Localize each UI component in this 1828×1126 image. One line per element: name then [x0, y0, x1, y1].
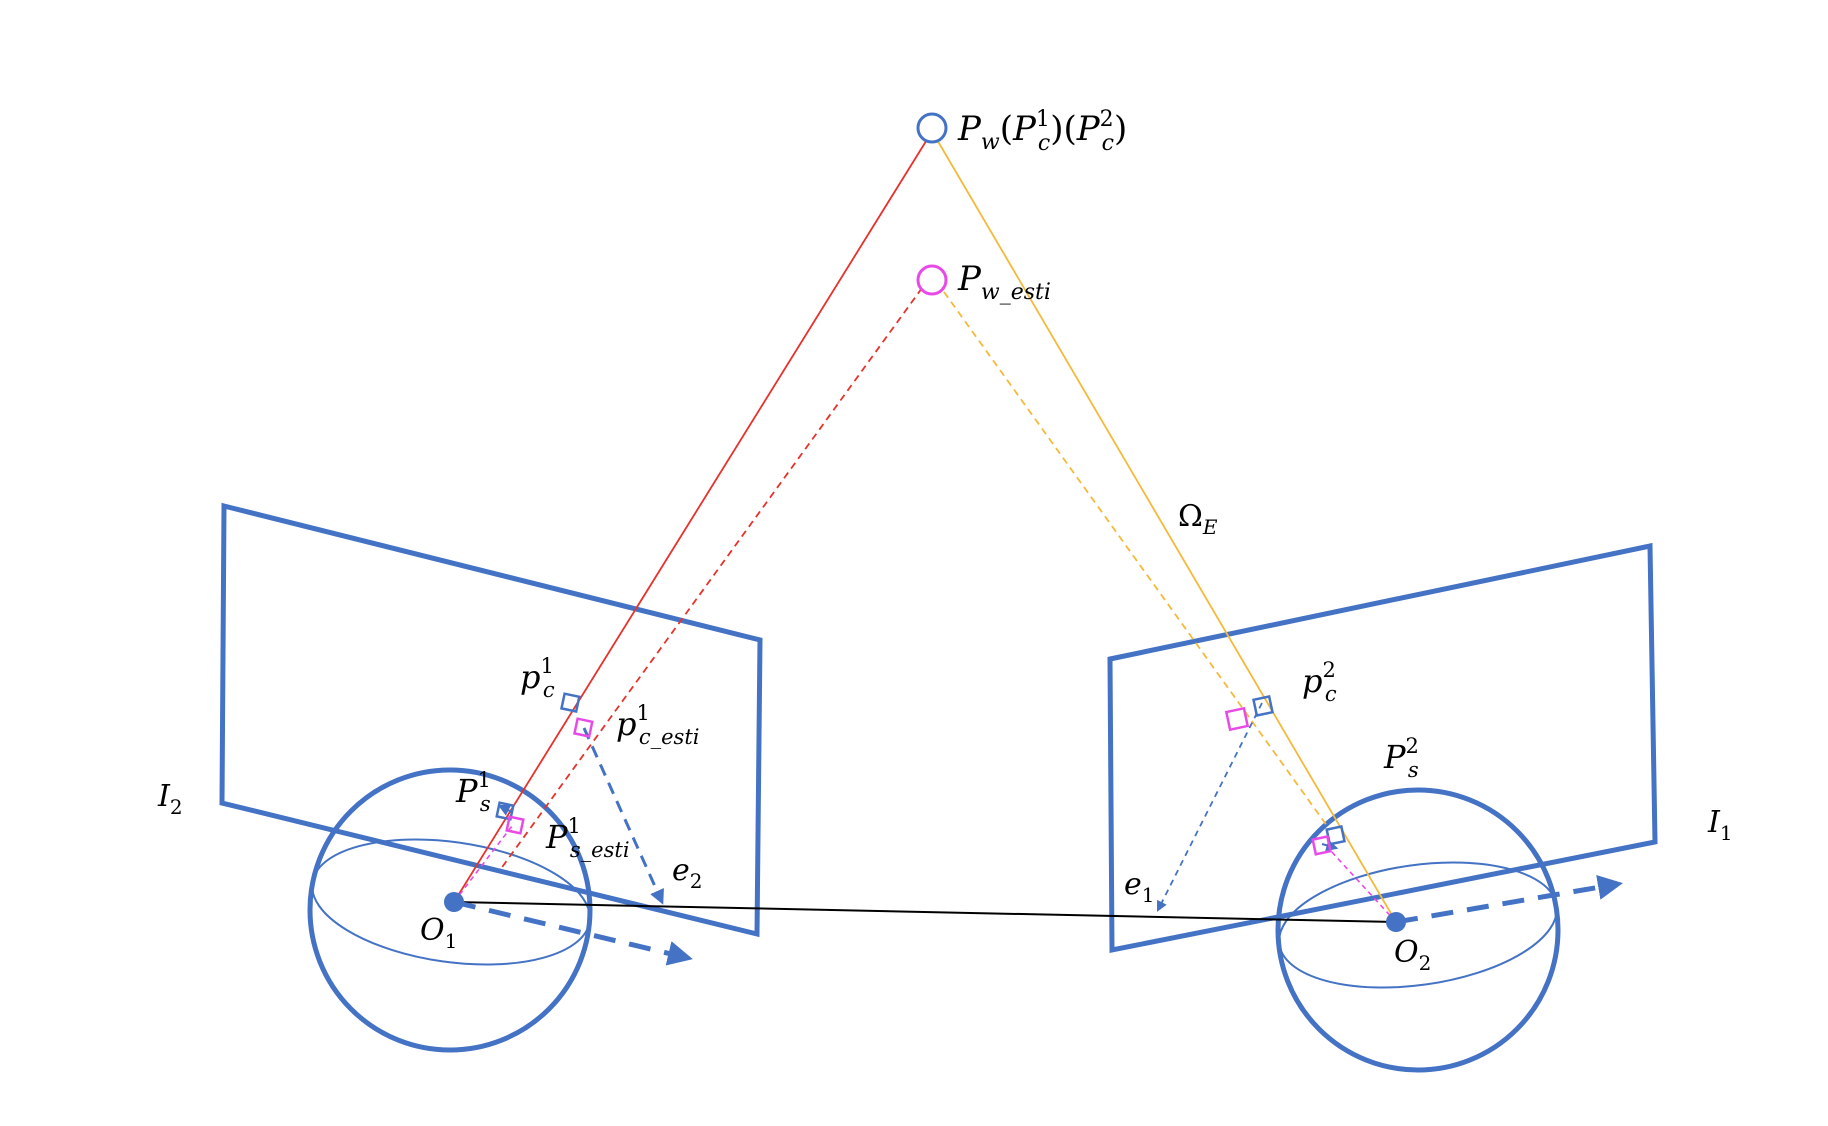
point-pc1: [560, 692, 581, 713]
epipolar-arrow-e1: [1157, 702, 1263, 912]
point-ps1: [495, 801, 515, 821]
ray-left-true: [453, 137, 929, 903]
label-e2: e2: [672, 853, 703, 893]
image-plane-left: [219, 502, 763, 938]
world-point: [916, 112, 948, 144]
camera-direction-arrow-left: [453, 899, 693, 966]
ray-left-estimated: [499, 287, 923, 871]
point-pc2: [1252, 695, 1274, 717]
baseline: [453, 901, 1397, 923]
point-pc2-estimated: [1224, 706, 1250, 732]
label-omega-e: ΩE: [1178, 499, 1218, 539]
label-i1: I1: [1707, 805, 1733, 845]
ray-right-true: [935, 137, 1397, 923]
sphere-right: [1275, 787, 1561, 1073]
world-point-estimated: [916, 264, 948, 296]
sphere-right-equator: [1278, 861, 1558, 989]
ray-right-estimated: [943, 291, 1331, 831]
label-o1: O1: [420, 913, 457, 953]
point-pc1-estimated: [573, 717, 594, 738]
sphere-point-arrow-left: [497, 804, 513, 816]
camera-direction-arrow-right: [1395, 875, 1623, 925]
label-e1: e1: [1124, 867, 1155, 907]
epipolar-arrow-e2: [582, 727, 664, 905]
camera-center-o2: [1386, 912, 1406, 932]
sphere-left-equator: [311, 838, 591, 966]
point-ps1-estimated: [505, 815, 525, 835]
label-o2: O2: [1394, 935, 1431, 975]
ray-right-sphere-estimated: [1329, 849, 1397, 923]
label-world-point-estimated: Pw_esti: [957, 259, 1051, 305]
image-plane-right: [1107, 542, 1658, 954]
camera-center-o1: [444, 892, 464, 912]
ray-left-sphere-estimated: [453, 825, 513, 903]
point-ps2-estimated: [1311, 835, 1332, 856]
label-i2: I2: [157, 779, 183, 819]
sphere-left: [307, 767, 593, 1053]
